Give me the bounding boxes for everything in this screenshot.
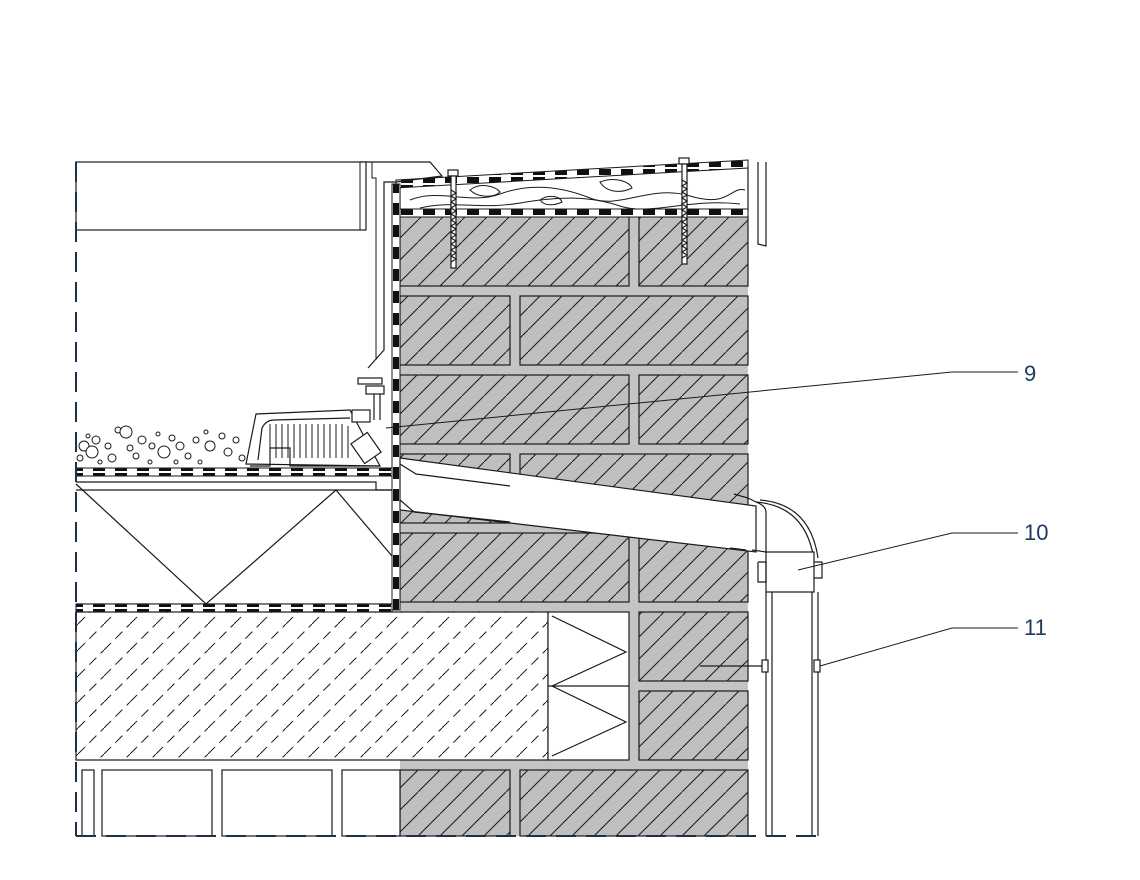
lower-hollow-blocks — [81, 769, 401, 837]
parapet-membrane — [391, 183, 401, 611]
gutter-bracket — [765, 551, 815, 593]
callout-9: 9 — [1024, 361, 1036, 386]
cavity-insulation — [547, 611, 630, 761]
coping-screws — [447, 157, 690, 269]
callout-11: 11 — [1024, 615, 1047, 640]
scupper-pipe — [399, 457, 767, 553]
roof-membrane — [75, 467, 393, 477]
gutter-and-downpipe — [700, 499, 823, 836]
roof-insulation — [75, 481, 393, 605]
roof-outlet-grate — [245, 377, 385, 467]
coping-drip-edge — [757, 162, 767, 247]
vapour-layer — [75, 603, 393, 613]
callout-leaders — [385, 371, 1018, 667]
leader-10 — [797, 532, 1018, 571]
timber-coping-block — [395, 159, 749, 218]
upstand-flashing — [360, 161, 444, 369]
upper-left-panel — [75, 161, 367, 231]
detail-boundary — [75, 162, 818, 837]
callout-10: 10 — [1024, 520, 1048, 545]
leader-9 — [385, 371, 1018, 429]
leader-11 — [819, 627, 1018, 667]
gravel-ballast — [76, 425, 246, 465]
